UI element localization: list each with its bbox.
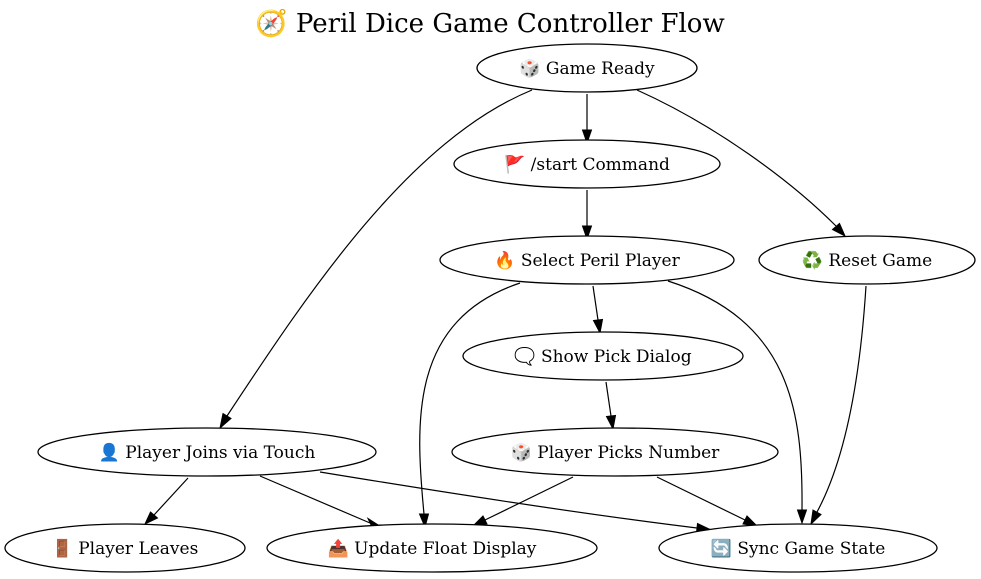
- edge-player-picks-number-to-update-float-display: [471, 476, 574, 527]
- nodes-group: 🎲 Game Ready 🚩 /start Command 🔥 Select P…: [4, 43, 976, 573]
- arrowhead-icon: [592, 318, 604, 335]
- node-game-ready[interactable]: 🎲 Game Ready: [476, 43, 698, 93]
- arrowhead-icon: [581, 225, 593, 241]
- arrowhead-icon: [796, 509, 808, 525]
- arrowhead-icon: [605, 414, 617, 431]
- node-select-peril-player[interactable]: 🔥 Select Peril Player: [439, 235, 735, 285]
- node-update-float-display[interactable]: 📤 Update Float Display: [266, 523, 598, 573]
- node-player-leaves[interactable]: 🚪 Player Leaves: [4, 523, 246, 573]
- node-sync-game-state[interactable]: 🔄 Sync Game State: [658, 523, 938, 573]
- edge-player-joins-to-update-float-display: [259, 475, 384, 529]
- node-label: 🎲 Game Ready: [519, 58, 655, 79]
- edge-game-ready-to-player-joins: [219, 89, 533, 430]
- node-label: ♻️ Reset Game: [802, 250, 932, 271]
- node-label: 🔄 Sync Game State: [711, 538, 886, 559]
- node-player-picks-number[interactable]: 🎲 Player Picks Number: [451, 427, 779, 477]
- arrowhead-icon: [810, 509, 822, 526]
- node-label: 🚪 Player Leaves: [52, 538, 199, 559]
- node-label: 📤 Update Float Display: [328, 538, 537, 559]
- node-show-pick-dialog[interactable]: 🗨️ Show Pick Dialog: [462, 331, 744, 381]
- node-player-joins-via-touch[interactable]: 👤 Player Joins via Touch: [37, 427, 377, 477]
- edge-select-peril-player-to-update-float-display: [418, 282, 521, 529]
- edge-game-ready-to-start-command: [581, 94, 593, 145]
- node-reset-game[interactable]: ♻️ Reset Game: [758, 235, 976, 285]
- arrowhead-icon: [581, 129, 593, 145]
- node-label: 🚩 /start Command: [504, 154, 670, 175]
- node-start-command[interactable]: 🚩 /start Command: [453, 139, 721, 189]
- node-label: 👤 Player Joins via Touch: [99, 442, 316, 463]
- edge-start-command-to-select-peril-player: [581, 190, 593, 241]
- edge-reset-game-to-sync-game-state: [810, 285, 867, 526]
- node-label: 🗨️ Show Pick Dialog: [514, 346, 691, 367]
- edge-game-ready-to-reset-game: [636, 89, 847, 238]
- edge-show-pick-dialog-to-player-picks-number: [605, 381, 617, 431]
- diagram-title: 🧭 Peril Dice Game Controller Flow: [255, 8, 724, 39]
- edges-group: [143, 89, 867, 534]
- arrowhead-icon: [143, 511, 159, 526]
- edge-select-peril-player-to-show-pick-dialog: [592, 285, 604, 335]
- edge-player-joins-to-sync-game-state: [319, 471, 712, 534]
- arrowhead-icon: [831, 222, 847, 238]
- arrowhead-icon: [418, 513, 430, 529]
- edge-player-picks-number-to-sync-game-state: [656, 476, 759, 527]
- arrowhead-icon: [219, 412, 232, 430]
- edge-player-joins-to-player-leaves: [143, 477, 189, 526]
- edge-select-peril-player-to-sync-game-state: [667, 280, 808, 525]
- node-label: 🎲 Player Picks Number: [511, 442, 720, 463]
- node-label: 🔥 Select Peril Player: [494, 250, 680, 271]
